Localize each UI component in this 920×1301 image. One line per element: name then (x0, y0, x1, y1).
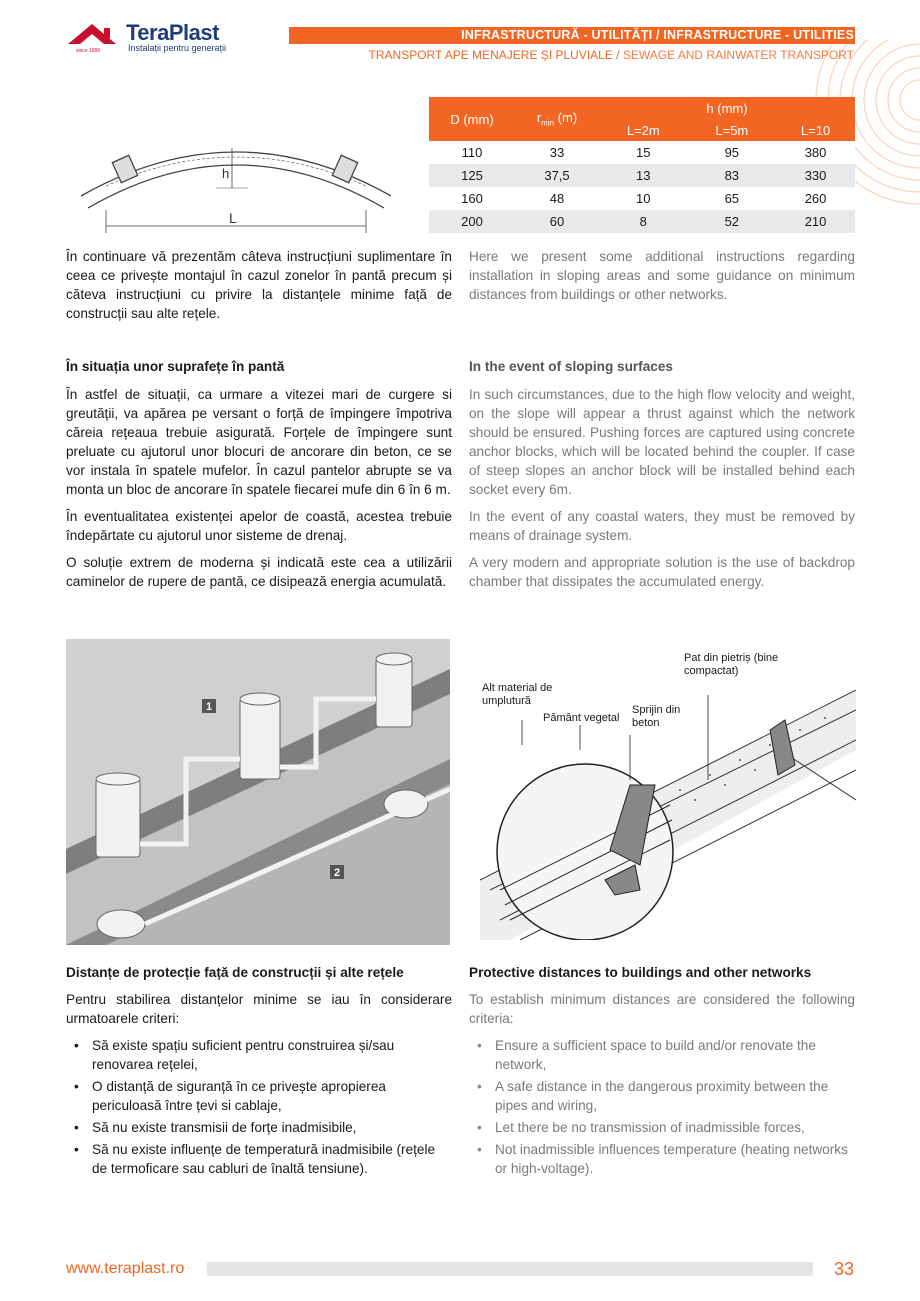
table-cell: 15 (599, 141, 688, 164)
table-cell: 330 (776, 164, 855, 187)
table-cell: 83 (687, 164, 777, 187)
logo-since: since 1896 (76, 48, 101, 54)
distances-intro-ro: Pentru stabilirea distanțelor minime se … (66, 992, 452, 1026)
section-subtitle: TRANSPORT APE MENAJERE ȘI PLUVIALE / SEW… (369, 48, 854, 63)
backdrop-chambers-figure: 1 2 (66, 639, 450, 945)
table-cell: 13 (599, 164, 688, 187)
slope-p1-en: In such circumstances, due to the high f… (469, 387, 855, 497)
criteria-list-ro: Să existe spațiu suficient pentru constr… (66, 1036, 452, 1178)
table-cell: 10 (599, 187, 688, 210)
list-item: Not inadmissible influences temperature … (477, 1140, 855, 1178)
table-cell: 37,5 (515, 164, 599, 187)
table-cell: 48 (515, 187, 599, 210)
distances-section-ro: Distanțe de protecție față de construcți… (66, 963, 452, 1181)
slope-p3-en: A very modern and appropriate solution i… (469, 555, 855, 589)
th-l10: L=10 (776, 119, 855, 141)
slope-p2-en: In the event of any coastal waters, they… (469, 509, 855, 543)
slope-heading-en: In the event of sloping surfaces (469, 359, 673, 374)
table-cell: 65 (687, 187, 777, 210)
figure-label-2: 2 (334, 867, 340, 879)
distances-section-en: Protective distances to buildings and ot… (469, 963, 855, 1181)
slope-p1-ro: În astfel de situații, ca urmare a vitez… (66, 387, 452, 497)
th-l2: L=2m (599, 119, 688, 141)
slope-heading-ro: În situația unor suprafețe în pantă (66, 359, 285, 374)
list-item: Let there be no transmission of inadmiss… (477, 1118, 855, 1137)
table-cell: 52 (687, 210, 777, 233)
intro-en: Here we present some additional instruct… (469, 249, 855, 302)
criteria-list-en: Ensure a sufficient space to build and/o… (469, 1036, 855, 1178)
list-item: Să nu existe transmisii de forțe inadmis… (74, 1118, 452, 1137)
table-cell: 8 (599, 210, 688, 233)
th-rmin-unit: (m) (557, 110, 578, 126)
diagram-label-h: h (222, 166, 229, 181)
logo-tagline: Instalații pentru generații (128, 43, 227, 53)
distances-heading-en: Protective distances to buildings and ot… (469, 965, 812, 980)
th-height: h (mm) (599, 97, 855, 119)
table-cell: 200 (429, 210, 515, 233)
table-row: 160 48 10 65 260 (429, 187, 855, 210)
slope-section-en: In the event of sloping surfaces In such… (469, 357, 855, 591)
list-item: A safe distance in the dangerous proximi… (477, 1077, 855, 1115)
th-rmin-sub: min (541, 118, 555, 128)
table-cell: 110 (429, 141, 515, 164)
section-title: INFRASTRUCTURĂ - UTILITĂȚI / INFRASTRUCT… (461, 28, 854, 42)
th-diameter: D (mm) (429, 97, 515, 141)
roof-logo-icon (68, 24, 116, 44)
table-cell: 210 (776, 210, 855, 233)
th-rmin: rmin (m) (515, 97, 599, 141)
teraplast-logo[interactable]: since 1896 TeraPlast Instalații pentru g… (66, 20, 256, 58)
logo-name: TeraPlast (126, 20, 219, 45)
table-cell: 95 (687, 141, 777, 164)
footer-bar (207, 1262, 813, 1276)
anchor-block-figure (480, 690, 856, 940)
table-cell: 33 (515, 141, 599, 164)
distances-intro-en: To establish minimum distances are consi… (469, 992, 855, 1026)
page-number: 33 (833, 1259, 854, 1279)
intro-ro: În continuare vă prezentăm câteva instru… (66, 249, 452, 321)
slope-p3-ro: O soluție extrem de moderna și indicată … (66, 555, 452, 589)
pipe-bend-diagram: h L (80, 148, 392, 233)
label-topsoil: Pământ vegetal (543, 712, 620, 724)
slope-section-ro: În situația unor suprafețe în pantă În a… (66, 357, 452, 591)
label-gravel-bed: Pat din pietriș (bine compactat) (684, 652, 779, 677)
list-item: Ensure a sufficient space to build and/o… (477, 1036, 855, 1074)
header-bar (289, 27, 855, 44)
figure-label-1: 1 (206, 701, 212, 713)
table-row: 125 37,5 13 83 330 (429, 164, 855, 187)
list-item: Să existe spațiu suficient pentru constr… (74, 1036, 452, 1074)
subtitle-en: SEWAGE AND RAINWATER TRANSPORT (622, 48, 854, 62)
table-cell: 160 (429, 187, 515, 210)
table-row: 110 33 15 95 380 (429, 141, 855, 164)
list-item: O distanță de siguranță în ce privește a… (74, 1077, 452, 1115)
th-rmin-r: r (536, 110, 542, 126)
table-row: 200 60 8 52 210 (429, 210, 855, 233)
th-l5: L=5m (687, 119, 777, 141)
bend-height-table: D (mm) rmin (m) h (mm) L=2m L=5m L=10 11… (429, 97, 855, 233)
table-cell: 260 (776, 187, 855, 210)
list-item: Să nu existe influențe de temperatură in… (74, 1140, 452, 1178)
footer-website-link[interactable]: www.teraplast.ro (66, 1260, 185, 1277)
distances-heading-ro: Distanțe de protecție față de construcți… (66, 965, 404, 980)
table-cell: 380 (776, 141, 855, 164)
diagram-label-L: L (229, 210, 237, 226)
slope-p2-ro: În eventualitatea existenței apelor de c… (66, 509, 452, 543)
label-fill-material: Alt material de umplutură (482, 682, 553, 707)
table-cell: 125 (429, 164, 515, 187)
table-cell: 60 (515, 210, 599, 233)
label-concrete-support: Sprijin din beton (632, 704, 681, 729)
subtitle-ro: TRANSPORT APE MENAJERE ȘI PLUVIALE / (368, 48, 620, 62)
